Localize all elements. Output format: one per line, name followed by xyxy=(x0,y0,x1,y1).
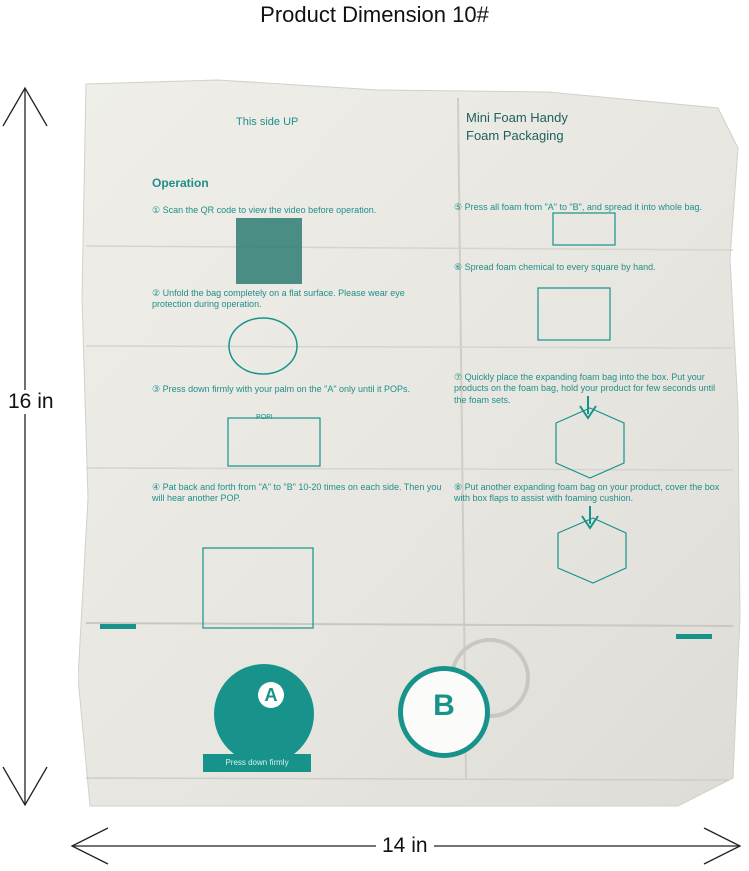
width-arrow-right-head xyxy=(703,827,742,865)
product-dimension-title: Product Dimension 10# xyxy=(260,2,489,27)
bag-fold-3 xyxy=(85,467,734,471)
down-arrow-7 xyxy=(579,396,597,420)
step-8: ⑧ Put another expanding foam bag on your… xyxy=(454,482,720,504)
teal-mark-right xyxy=(676,634,712,639)
stamp-b-letter: B xyxy=(433,689,455,722)
bag-seal-line xyxy=(85,622,734,627)
stamp-a-letter: A xyxy=(258,682,284,708)
spread-illustration xyxy=(552,212,616,246)
stamp-a-caption: Press down firmly xyxy=(203,754,311,772)
step-3: ③ Press down firmly with your palm on th… xyxy=(152,384,411,394)
bag-fold-2 xyxy=(85,345,734,349)
width-arrow-left-head xyxy=(70,827,109,865)
spread-hand-illustration xyxy=(537,287,611,341)
operation-heading: Operation xyxy=(152,176,209,190)
foam-bag-photo: This side UP Mini Foam Handy Foam Packag… xyxy=(78,78,743,808)
bag-side-note: This side UP xyxy=(236,116,299,128)
bag-brand-line-2: Foam Packaging xyxy=(466,128,564,143)
press-a-illustration xyxy=(227,417,321,467)
down-arrow-8 xyxy=(581,506,599,530)
bag-fold-1 xyxy=(85,245,734,251)
step-5: ⑤ Press all foam from "A" to "B", and sp… xyxy=(454,202,702,212)
box-cover-illustration xyxy=(557,517,627,584)
bag-fold-vertical xyxy=(457,97,467,779)
height-label: 16 in xyxy=(2,390,60,414)
teal-mark-left xyxy=(100,624,136,629)
box-illustration xyxy=(555,407,625,479)
step-1: ① Scan the QR code to view the video bef… xyxy=(152,205,377,215)
goggles-illustration xyxy=(228,317,298,375)
bag-bottom-seal xyxy=(85,777,729,781)
stamp-b-circle: B xyxy=(398,666,490,758)
step-2: ② Unfold the bag completely on a flat su… xyxy=(152,288,405,310)
step-4: ④ Pat back and forth from "A" to "B" 10-… xyxy=(152,482,442,504)
bag-brand-line-1: Mini Foam Handy xyxy=(466,110,568,125)
stamp-a-circle: A xyxy=(214,664,314,764)
height-arrow-top-head xyxy=(2,86,48,127)
bag-shape xyxy=(78,79,741,807)
qr-code xyxy=(236,218,302,284)
width-label: 14 in xyxy=(376,834,434,858)
height-arrow-bottom-head xyxy=(2,766,48,807)
step-6: ⑥ Spread foam chemical to every square b… xyxy=(454,262,656,272)
step-7: ⑦ Quickly place the expanding foam bag i… xyxy=(454,372,716,405)
pop-label: POP! xyxy=(256,414,273,421)
pat-illustration xyxy=(202,547,314,629)
